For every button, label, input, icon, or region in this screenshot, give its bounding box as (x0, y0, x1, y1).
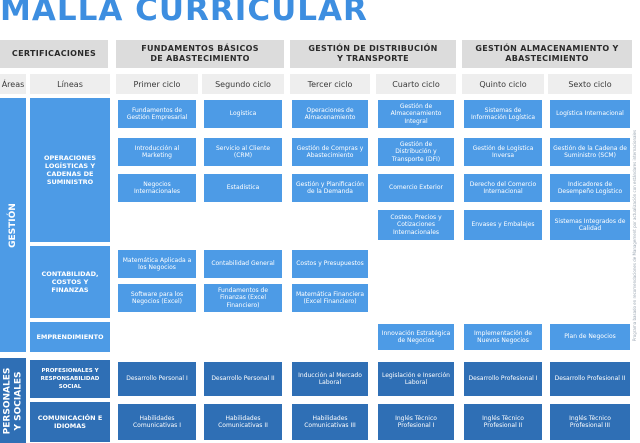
course-gestion-cadena-suministro: Gestión de la Cadena de Suministro (SCM) (550, 138, 630, 166)
course-desarrollo-profesional-1: Desarrollo Profesional I (464, 362, 542, 396)
course-ingles-tecnico-2: Inglés Técnico Profesional II (464, 404, 542, 440)
header-certificaciones: CERTIFICACIONES (0, 40, 108, 68)
course-envases-embalajes: Envases y Embalajes (464, 210, 542, 240)
course-logistica: Logística (204, 100, 282, 128)
course-gestion-compras: Gestión de Compras y Abastecimiento (292, 138, 368, 166)
subheader-ciclo-4: Cuarto ciclo (376, 74, 456, 94)
course-desarrollo-profesional-2: Desarrollo Profesional II (550, 362, 630, 396)
course-implementacion-negocios: Implementación de Nuevos Negocios (464, 324, 542, 350)
area-personales: PERSONALES Y SOCIALES (0, 358, 26, 443)
course-logistica-inversa: Gestión de Logística Inversa (464, 138, 542, 166)
subheader-ciclo-2: Segundo ciclo (202, 74, 284, 94)
course-operaciones-almacenamiento: Operaciones de Almacenamiento (292, 100, 368, 128)
course-derecho-comercio: Derecho del Comercio Internacional (464, 174, 542, 202)
subheader-ciclo-3: Tercer ciclo (290, 74, 370, 94)
course-habilidades-comunicativas-1: Habilidades Comunicativas I (118, 404, 196, 440)
linea-emprendimiento: EMPRENDIMIENTO (30, 322, 110, 352)
subheader-ciclo-1: Primer ciclo (116, 74, 198, 94)
course-matematica-aplicada: Matemática Aplicada a los Negocios (118, 250, 196, 278)
course-indicadores-desempeno: Indicadores de Desempeño Logístico (550, 174, 630, 202)
course-negocios-internacionales: Negocios Internacionales (118, 174, 196, 202)
subheader-lineas: Líneas (30, 74, 110, 94)
course-plan-negocios: Plan de Negocios (550, 324, 630, 350)
course-gestion-almacenamiento-integral: Gestión de Almacenamiento Integral (378, 100, 454, 128)
course-ingles-tecnico-3: Inglés Técnico Profesional III (550, 404, 630, 440)
subheader-ciclo-5: Quinto ciclo (462, 74, 544, 94)
course-desarrollo-personal-1: Desarrollo Personal I (118, 362, 196, 396)
course-desarrollo-personal-2: Desarrollo Personal II (204, 362, 282, 396)
area-gestion: GESTIÓN (0, 98, 26, 352)
course-costeo-precios: Costeo, Precios y Cotizaciones Internaci… (378, 210, 454, 240)
course-contabilidad-general: Contabilidad General (204, 250, 282, 278)
area-gestion-label: GESTIÓN (7, 202, 18, 248)
course-habilidades-comunicativas-3: Habilidades Comunicativas III (292, 404, 368, 440)
course-introduccion-marketing: Introducción al Marketing (118, 138, 196, 166)
subheader-ciclo-6: Sexto ciclo (548, 74, 632, 94)
course-servicio-cliente: Servicio al Cliente (CRM) (204, 138, 282, 166)
course-fundamentos-finanzas: Fundamentos de Finanzas (Excel Financier… (204, 284, 282, 312)
linea-profesionales: PROFESIONALES Y RESPONSABILIDAD SOCIAL (30, 360, 110, 398)
linea-operaciones: OPERACIONES LOGÍSTICAS Y CADENAS DE SUMI… (30, 98, 110, 242)
course-comercio-exterior: Comercio Exterior (378, 174, 454, 202)
course-sistemas-informacion-logistica: Sistemas de Información Logística (464, 100, 542, 128)
course-estadistica: Estadística (204, 174, 282, 202)
header-distribucion: GESTIÓN DE DISTRIBUCIÓN Y TRANSPORTE (290, 40, 456, 68)
area-personales-label: PERSONALES Y SOCIALES (2, 367, 24, 434)
course-gestion-demanda: Gestión y Planificación de la Demanda (292, 174, 368, 202)
course-induccion-mercado-laboral: Inducción al Mercado Laboral (292, 362, 368, 396)
course-logistica-internacional: Logística Internacional (550, 100, 630, 128)
course-habilidades-comunicativas-2: Habilidades Comunicativas II (204, 404, 282, 440)
side-note: Programa basado en recomendaciones de Ma… (631, 110, 639, 360)
course-ingles-tecnico-1: Inglés Técnico Profesional I (378, 404, 454, 440)
header-almacenamiento: GESTIÓN ALMACENAMIENTO Y ABASTECIMIENTO (462, 40, 632, 68)
course-sistemas-calidad: Sistemas Integrados de Calidad (550, 210, 630, 240)
linea-contabilidad: CONTABILIDAD, COSTOS Y FINANZAS (30, 246, 110, 318)
header-fundamentos: FUNDAMENTOS BÁSICOS DE ABASTECIMIENTO (116, 40, 284, 68)
side-note-text: Programa basado en recomendaciones de Ma… (632, 129, 638, 341)
course-gestion-distribucion-transporte: Gestión de Distribución y Transporte (DF… (378, 138, 454, 166)
course-fundamentos-gestion-empresarial: Fundamentos de Gestión Empresarial (118, 100, 196, 128)
course-matematica-financiera: Matemática Financiera (Excel Financiero) (292, 284, 368, 312)
page-title: MALLA CURRICULAR (0, 0, 368, 28)
course-software-negocios: Software para los Negocios (Excel) (118, 284, 196, 312)
course-legislacion-insercion: Legislación e Inserción Laboral (378, 362, 454, 396)
linea-comunicacion: COMUNICACIÓN E IDIOMAS (30, 402, 110, 442)
subheader-areas: Áreas (0, 74, 26, 94)
course-innovacion-estrategica: Innovación Estratégica de Negocios (378, 324, 454, 350)
course-costos-presupuestos: Costos y Presupuestos (292, 250, 368, 278)
